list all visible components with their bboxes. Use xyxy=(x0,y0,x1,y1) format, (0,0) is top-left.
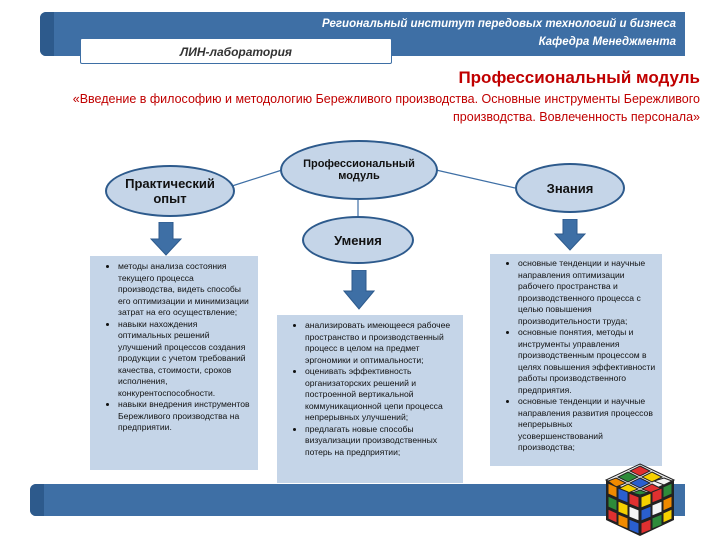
arrow-down-left-icon xyxy=(150,222,182,256)
knowledge-list: основные тенденции и научные направления… xyxy=(490,254,662,466)
list-item: основные тенденции и научные направления… xyxy=(518,396,656,454)
connector-right xyxy=(435,169,516,189)
footer-bar xyxy=(30,484,685,516)
oval-skills: Умения xyxy=(302,216,414,264)
list-item: основные тенденции и научные направления… xyxy=(518,258,656,327)
list-item: оценивать эффективность организаторских … xyxy=(305,366,455,424)
arrow-down-right-icon xyxy=(554,219,586,251)
list-item: предлагать новые способы визуализации пр… xyxy=(305,424,455,459)
connector-left xyxy=(231,169,283,187)
institute-name: Региональный институт передовых технолог… xyxy=(322,18,676,30)
list-item: навыки внедрения инструментов Бережливог… xyxy=(118,399,250,434)
practical-experience-list: методы анализа состояния текущего процес… xyxy=(90,256,258,470)
header-bar-accent xyxy=(40,12,54,56)
oval-professional-module: Профессиональный модуль xyxy=(280,140,438,200)
list-item: анализировать имеющееся рабочее простран… xyxy=(305,320,455,366)
skills-list: анализировать имеющееся рабочее простран… xyxy=(277,315,463,483)
list-item: методы анализа состояния текущего процес… xyxy=(118,261,250,319)
oval-knowledge: Знания xyxy=(515,163,625,213)
department-name: Кафедра Менеджмента xyxy=(538,36,676,48)
rubiks-cube-icon xyxy=(604,463,676,536)
list-item: основные понятия, методы и инструменты у… xyxy=(518,327,656,396)
oval-practical-experience: Практический опыт xyxy=(105,165,235,217)
page-title: Профессиональный модуль xyxy=(458,68,700,87)
page-subtitle: «Введение в философию и методологию Бере… xyxy=(72,92,700,124)
arrow-down-middle-icon xyxy=(343,270,375,310)
list-item: навыки нахождения оптимальных решений ул… xyxy=(118,319,250,400)
lab-label: ЛИН-лаборатория xyxy=(80,38,392,64)
footer-bar-accent xyxy=(30,484,44,516)
